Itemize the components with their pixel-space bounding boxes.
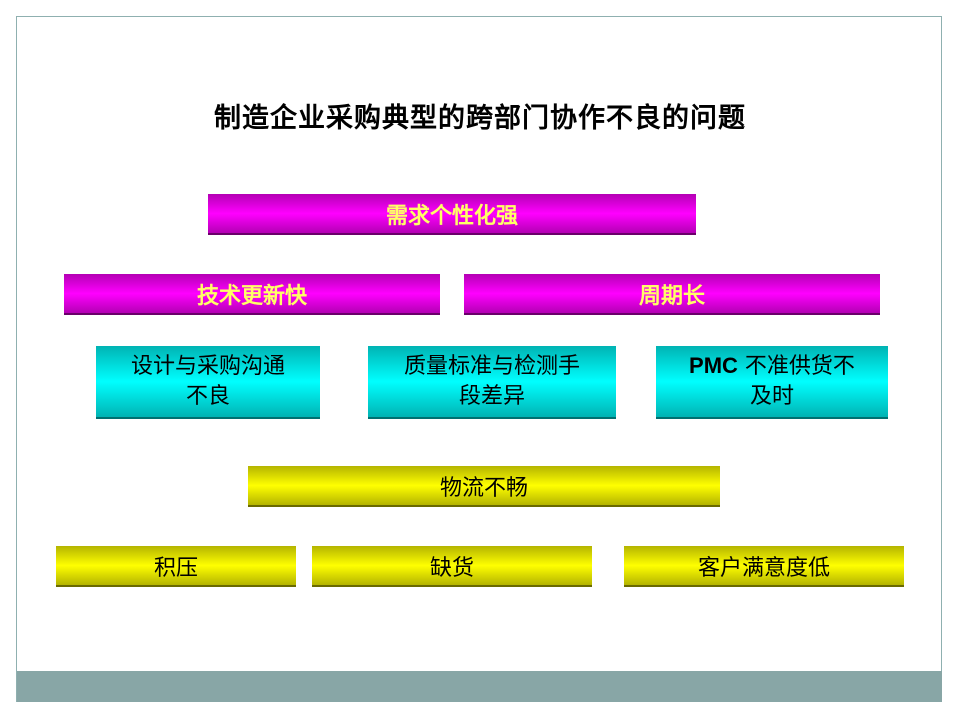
footer-bar: [17, 671, 942, 702]
box-label: 物流不畅: [439, 475, 528, 501]
box-long-cycle: 周期长: [464, 274, 880, 315]
box-label: 周期长: [638, 283, 705, 309]
box-label-line1: 设计与采购沟通: [130, 353, 285, 379]
box-label-line1: 不准供货不: [737, 354, 855, 379]
box-quality-standard-difference: 质量标准与检测手 段差异: [368, 346, 616, 419]
box-label: 需求个性化强: [385, 203, 518, 229]
box-label: 积压: [153, 555, 198, 581]
box-fast-tech-update: 技术更新快: [64, 274, 440, 315]
box-stockout: 缺货: [312, 546, 592, 587]
box-design-procurement-communication: 设计与采购沟通 不良: [96, 346, 320, 419]
box-demand-personalization: 需求个性化强: [208, 194, 696, 235]
box-pmc-supply-timing: PMC 不准供货不 及时: [656, 346, 888, 419]
box-low-customer-satisfaction: 客户满意度低: [624, 546, 904, 587]
slide-title: 制造企业采购典型的跨部门协作不良的问题: [214, 103, 746, 134]
box-label-line2: 段差异: [458, 383, 525, 409]
box-label-line1: 质量标准与检测手: [403, 353, 580, 379]
pmc-prefix: PMC: [689, 353, 738, 378]
box-label: 缺货: [429, 555, 474, 581]
box-label: 客户满意度低: [697, 555, 830, 581]
box-overstock: 积压: [56, 546, 296, 587]
box-label: 技术更新快: [196, 283, 307, 309]
box-label-line2: 不良: [185, 383, 230, 409]
box-label-line2: 及时: [749, 384, 794, 409]
box-logistics-not-smooth: 物流不畅: [248, 466, 720, 507]
